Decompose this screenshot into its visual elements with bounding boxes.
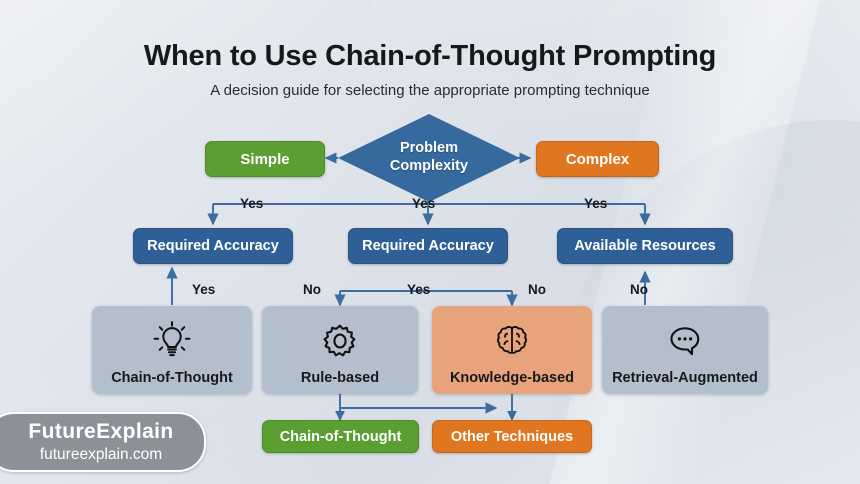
node-footer-chain-of-thought[interactable]: Chain-of-Thought	[262, 420, 419, 453]
gear-icon	[319, 317, 361, 365]
outcome-label-rule-based: Rule-based	[300, 370, 380, 386]
outcome-label-knowledge-based: Knowledge-based	[449, 370, 575, 386]
outcome-card-chain-of-thought[interactable]: Chain-of-Thought	[92, 306, 252, 394]
watermark-brand: FutureExplain	[28, 420, 174, 444]
edge-label-yes-knowledge: Yes	[407, 282, 431, 297]
outcome-label-chain-of-thought: Chain-of-Thought	[111, 370, 233, 386]
decision-diamond-problem-complexity[interactable]: Problem Complexity	[338, 114, 520, 202]
node-available-resources[interactable]: Available Resources	[557, 228, 733, 264]
node-footer-other-techniques[interactable]: Other Techniques	[432, 420, 592, 453]
edge-label-yes-center: Yes	[412, 196, 436, 211]
edge-label-yes-right: Yes	[584, 196, 608, 211]
page-subtitle: A decision guide for selecting the appro…	[210, 82, 650, 99]
outcome-card-knowledge-based[interactable]: Knowledge-based	[432, 306, 592, 394]
page-title: When to Use Chain-of-Thought Prompting	[143, 40, 717, 72]
decision-diamond-label: Problem Complexity	[389, 140, 469, 174]
watermark-badge: FutureExplain futureexplain.com	[0, 412, 206, 472]
outcome-card-rule-based[interactable]: Rule-based	[262, 306, 418, 394]
brain-icon	[491, 317, 533, 365]
watermark-url: futureexplain.com	[39, 446, 163, 464]
node-required-accuracy-left[interactable]: Required Accuracy	[133, 228, 293, 264]
edge-label-no-knowledge: No	[528, 282, 546, 297]
edge-label-yes-left: Yes	[240, 196, 264, 211]
node-simple[interactable]: Simple	[205, 141, 325, 177]
edge-label-no-resources: No	[630, 282, 648, 297]
lightbulb-icon	[150, 317, 194, 365]
node-complex[interactable]: Complex	[536, 141, 659, 177]
edge-label-yes-accuracy-left: Yes	[192, 282, 216, 297]
speech-bubble-icon	[664, 317, 706, 365]
edge-label-no-rule-based: No	[303, 282, 321, 297]
node-required-accuracy-center[interactable]: Required Accuracy	[348, 228, 508, 264]
outcome-card-retrieval-augmented[interactable]: Retrieval-Augmented	[602, 306, 768, 394]
outcome-label-retrieval-augmented: Retrieval-Augmented	[612, 370, 758, 386]
